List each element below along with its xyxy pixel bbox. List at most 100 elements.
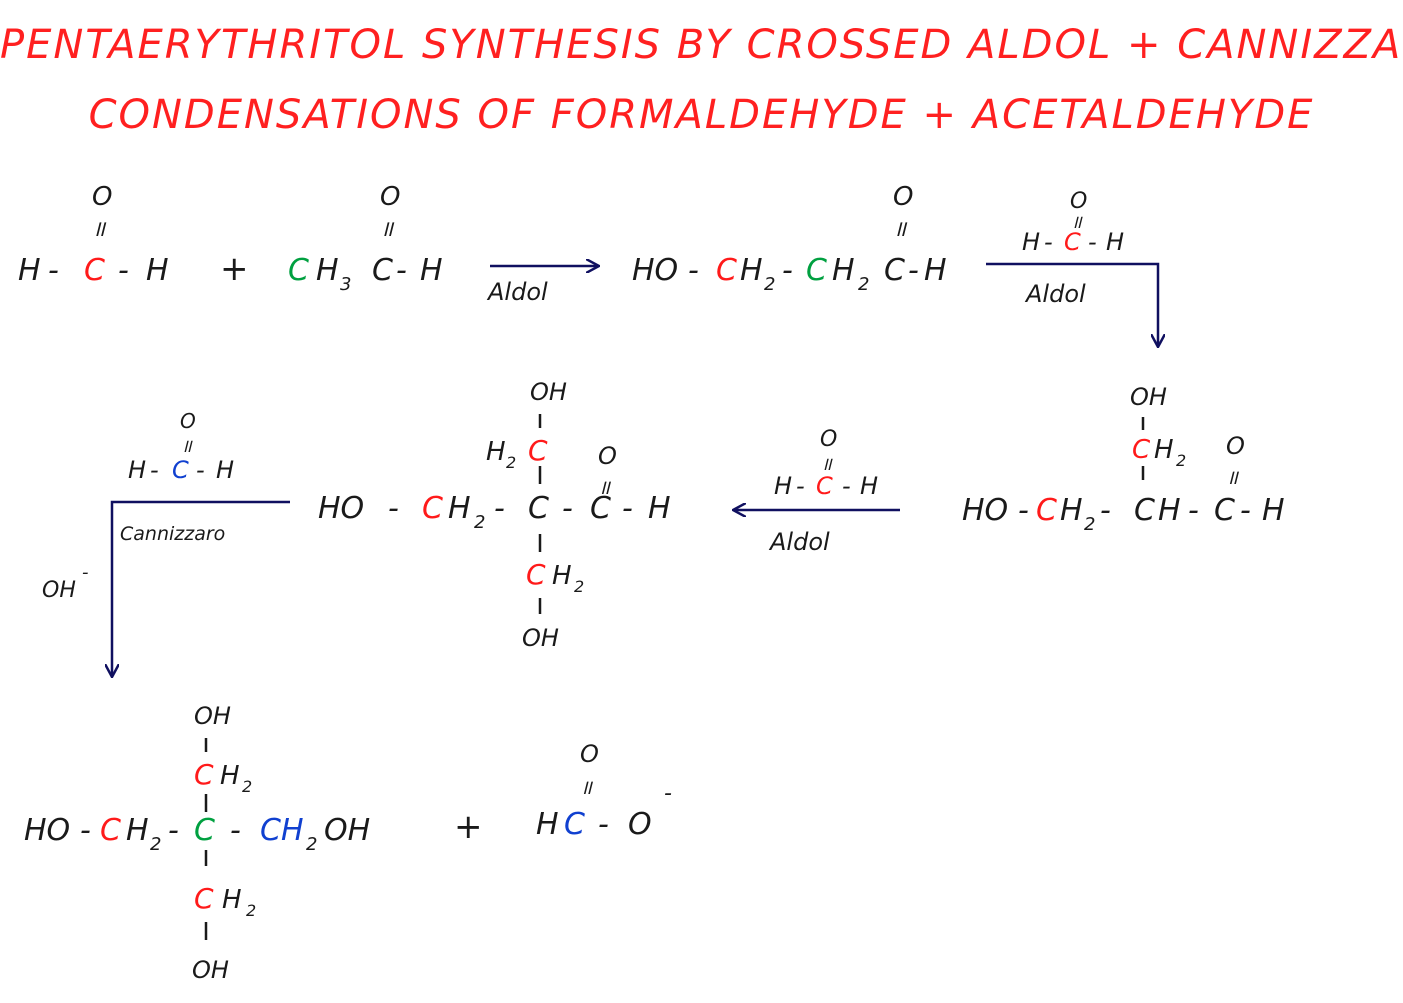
atom-o: O (820, 427, 837, 452)
atom-h: H (18, 253, 41, 288)
formate-product: O ॥ H C - O - (536, 740, 672, 842)
hydroxyl: HO (632, 253, 678, 288)
atom-c: C (590, 491, 611, 526)
reaction-arrow-cannizzaro (112, 500, 290, 676)
atom-c-red: C (194, 758, 214, 791)
atom-h: H (420, 253, 443, 288)
bond: - (688, 253, 699, 288)
atom-o: O (380, 182, 400, 212)
atom-h: H (1106, 228, 1124, 256)
hydroxyl: HO (962, 493, 1008, 528)
bond: - (842, 472, 851, 500)
subscript: 2 (246, 901, 256, 920)
atom-o: O (92, 182, 112, 212)
atom-o: O (1226, 432, 1245, 460)
atom-c-green: C (806, 253, 827, 288)
atom-h: H (860, 472, 878, 500)
negative-charge: - (664, 781, 672, 806)
reagent-formaldehyde-3: O ॥ H - C - H (774, 427, 878, 500)
double-bond: ॥ (181, 436, 193, 457)
intermediate-2: OH C H 2 O ॥ HO - C H 2 - C H - C - H (962, 383, 1285, 535)
bond: - (230, 813, 241, 848)
bond: - (562, 491, 573, 526)
atom-c-blue: C (564, 807, 585, 842)
atom-h: H (128, 456, 146, 484)
double-bond: ॥ (1071, 212, 1083, 233)
atom-h: H (1158, 493, 1181, 528)
atom-c-red: C (100, 813, 121, 848)
double-bond: ॥ (380, 217, 395, 242)
subscript: 2 (1176, 451, 1186, 470)
atom-h: H (832, 253, 855, 288)
bond: - (80, 813, 91, 848)
subscript: 2 (574, 577, 584, 596)
bond: - (396, 253, 407, 288)
arrow-label-aldol-1: Aldol (486, 278, 548, 306)
reagent-formaldehyde-cannizzaro: O ॥ H - C - H (128, 409, 234, 484)
plus-sign-2: + (454, 807, 483, 847)
atom-o: O (598, 442, 617, 470)
bond: - (1018, 493, 1029, 528)
bond: - (782, 253, 793, 288)
atom-c: C (372, 253, 393, 288)
atom-c-green: C (288, 253, 309, 288)
formaldehyde-reactant: O ॥ H - C - H (18, 182, 169, 288)
hydroxyl: OH (192, 956, 229, 984)
atom-c-red: C (84, 253, 105, 288)
arrow-label-cannizzaro: Cannizzaro (120, 523, 225, 545)
atom-h: H (316, 253, 339, 288)
double-bond: ॥ (1226, 465, 1240, 489)
atom-o: O (628, 807, 652, 842)
bond: - (1044, 228, 1053, 256)
atom-h: H (536, 807, 559, 842)
subscript: 2 (474, 512, 485, 533)
atom-c-red: C (422, 491, 443, 526)
subscript: 2 (764, 274, 775, 295)
bond: - (1188, 493, 1199, 528)
subscript: 2 (1084, 514, 1095, 535)
plus-sign: + (220, 249, 249, 289)
bond: - (168, 813, 179, 848)
atom-h: H (1022, 228, 1040, 256)
atom-c: C (528, 491, 549, 526)
atom-ch-blue: CH (260, 813, 304, 848)
hydroxyl: OH (530, 378, 567, 406)
atom-h: H (216, 456, 234, 484)
bond: - (494, 491, 505, 526)
hydroxyl: OH (194, 702, 231, 730)
atom-h: H (740, 253, 763, 288)
atom-c-red: C (716, 253, 737, 288)
hydroxyl: OH (1130, 383, 1167, 411)
reaction-arrow-2 (986, 262, 1158, 346)
bond: - (196, 456, 205, 484)
acetaldehyde-reactant: O ॥ C H 3 C - H (288, 182, 443, 295)
atom-h: H (146, 253, 169, 288)
atom-c-red: C (1132, 435, 1151, 465)
bond: - (1240, 493, 1251, 528)
subscript: 2 (506, 453, 516, 472)
bond: - (118, 253, 129, 288)
bond: - (48, 253, 59, 288)
atom-h: H (1060, 493, 1083, 528)
subscript: 2 (858, 274, 869, 295)
arrow-label-aldol-2: Aldol (1024, 280, 1086, 308)
atom-h: H (552, 561, 572, 591)
double-bond: ॥ (580, 775, 594, 799)
bond: - (150, 456, 159, 484)
title-line-2: CONDENSATIONS OF FORMALDEHYDE + ACETALDE… (88, 92, 1315, 138)
atom-c: C (1214, 493, 1235, 528)
atom-h: H (222, 885, 242, 915)
atom-c: C (1134, 493, 1155, 528)
atom-h: H (774, 472, 792, 500)
bond: - (388, 491, 399, 526)
atom-h: H (924, 253, 947, 288)
pentaerythritol-product: OH C H 2 HO - C H 2 - C - CH 2 OH C H 2 … (24, 702, 370, 984)
atom-h: H (448, 491, 471, 526)
atom-h: H (1154, 435, 1174, 465)
hydroxyl: HO (24, 813, 70, 848)
hydroxyl: OH (522, 624, 559, 652)
intermediate-3: OH H 2 C O ॥ HO - C H 2 - C - C - H C H … (318, 378, 671, 652)
subscript: 2 (150, 834, 161, 855)
hydroxide-charge: - (82, 562, 89, 583)
